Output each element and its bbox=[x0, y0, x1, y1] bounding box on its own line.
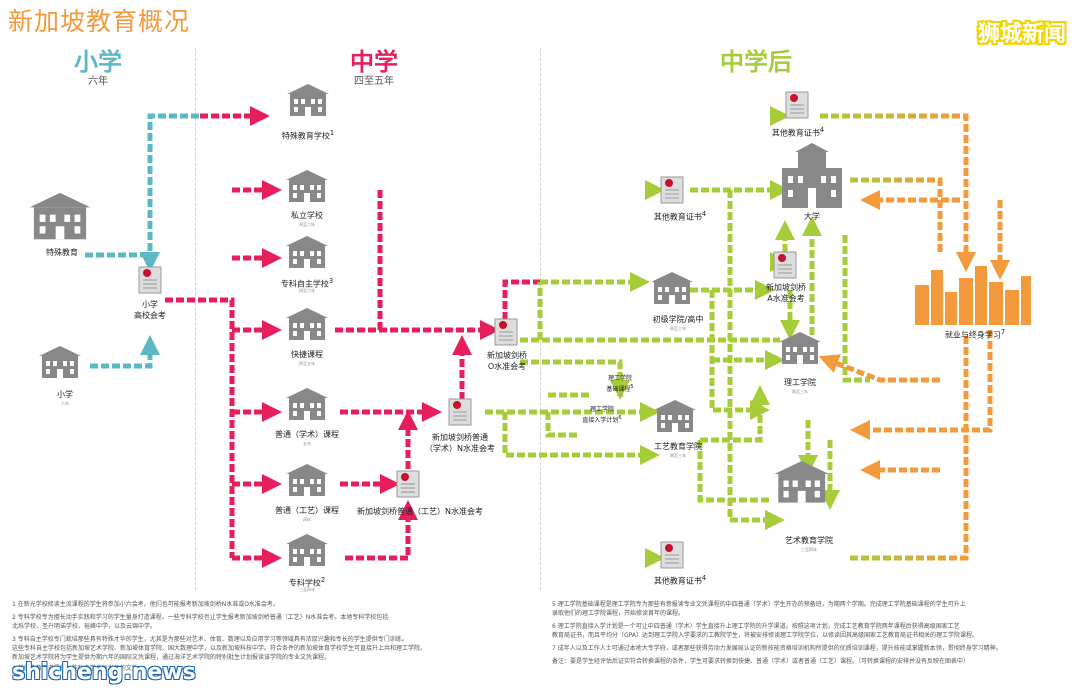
psle-cert-icon bbox=[138, 266, 162, 294]
poly-label: 理工学院 bbox=[784, 378, 816, 387]
ite-duration: 两至三年 bbox=[670, 453, 686, 458]
specialized-school-building-icon bbox=[286, 534, 328, 566]
psle-label: 小学高校会考 bbox=[134, 300, 166, 320]
site-watermark: shicheng.news bbox=[12, 660, 196, 685]
stage-post-title: 中学后 bbox=[720, 48, 792, 76]
jc-label: 初级学院/高中 bbox=[652, 315, 704, 324]
ite-label: 工艺教育学院 bbox=[654, 442, 702, 451]
stage-primary-sub: 六年 bbox=[88, 76, 108, 87]
specialized-indep-building-icon bbox=[286, 236, 328, 268]
ntlevel-cert-icon bbox=[396, 470, 420, 498]
poly-direct-label: 理工学院直接入学计划6 bbox=[582, 406, 622, 424]
university-building-icon bbox=[782, 143, 842, 208]
normal-technical-duration: 四年 bbox=[303, 517, 311, 522]
normal-academic-building-icon bbox=[286, 388, 328, 420]
career-label: 就业与终身学习7 bbox=[944, 328, 1006, 340]
other-cert-mid-icon bbox=[660, 176, 684, 204]
special-school-building-icon bbox=[287, 84, 329, 116]
express-duration: 四至五年 bbox=[299, 361, 315, 366]
special-school-label: 特殊教育学校1 bbox=[281, 129, 335, 141]
footnotes-right: 5 理工学院基础课程是理工学院专为那些有意报读专业文凭课程的中四普通（学术）学生… bbox=[552, 601, 1002, 665]
pathway-diagram bbox=[29, 84, 1031, 569]
private-school-building-icon bbox=[286, 170, 328, 202]
special-ed-building-icon bbox=[29, 192, 91, 240]
other-cert-mid-label: 其他教育证书4 bbox=[653, 210, 707, 222]
express-label: 快捷课程 bbox=[291, 350, 323, 359]
poly-foundation-label: 理工学院基础课程5 bbox=[606, 375, 634, 393]
other-cert-top-icon bbox=[785, 91, 809, 119]
stage-divider-1 bbox=[195, 48, 196, 590]
stage-secondary-sub: 四至五年 bbox=[354, 76, 394, 87]
page-title: 新加坡教育概况 bbox=[8, 7, 191, 36]
stage-divider-2 bbox=[540, 48, 541, 590]
primary-school-label: 小学 bbox=[57, 390, 73, 399]
specialized-indep-label: 专科自主学校3 bbox=[280, 277, 334, 289]
private-school-duration: 四至六年 bbox=[299, 222, 315, 227]
other-cert-bot-label: 其他教育证书4 bbox=[653, 574, 707, 586]
arts-label: 艺术教育学院 bbox=[785, 536, 833, 545]
brand-logo-text: 狮城新闻 bbox=[977, 22, 1066, 47]
nalevel-label: 新加坡剑桥普通（学术）N水准会考 bbox=[425, 433, 495, 453]
arts-building-icon bbox=[774, 460, 829, 503]
ite-building-icon bbox=[654, 400, 696, 432]
specialized-school-label: 专科学校2 bbox=[288, 576, 326, 588]
primary-school-building-icon bbox=[39, 346, 81, 378]
poly-building-icon bbox=[779, 332, 821, 364]
nalevel-cert-icon bbox=[448, 398, 472, 426]
normal-technical-label: 普通（工艺）课程 bbox=[275, 506, 339, 515]
ntlevel-label: 新加坡剑桥普通（工艺）N水准会考 bbox=[357, 507, 483, 516]
special-ed-label: 特殊教育 bbox=[46, 248, 78, 257]
normal-technical-building-icon bbox=[286, 464, 328, 496]
primary-school-duration: 六年 bbox=[61, 401, 69, 406]
stage-primary-title: 小学 bbox=[74, 48, 122, 76]
express-building-icon bbox=[286, 308, 328, 340]
arts-duration: 三至四年 bbox=[801, 547, 817, 552]
jc-duration: 两至三年 bbox=[670, 326, 686, 331]
stage-secondary-title: 中学 bbox=[350, 48, 398, 76]
other-cert-bot-icon bbox=[660, 541, 684, 569]
normal-academic-duration: 五年 bbox=[303, 441, 311, 446]
career-city-icon bbox=[915, 266, 1031, 325]
private-school-label: 私立学校 bbox=[291, 211, 323, 220]
alevel-cert-icon bbox=[773, 251, 797, 279]
normal-academic-label: 普通（学术）课程 bbox=[275, 430, 339, 439]
jc-building-icon bbox=[651, 272, 693, 304]
olevel-cert-icon bbox=[494, 318, 518, 346]
university-label: 大学 bbox=[804, 212, 820, 221]
poly-duration: 两至三年 bbox=[792, 389, 808, 394]
poly-foundation-duration: 一年 bbox=[616, 393, 624, 398]
specialized-school-duration: 三至四年 bbox=[299, 587, 315, 592]
other-cert-top-label: 其他教育证书4 bbox=[771, 126, 825, 138]
specialized-indep-duration: 四至六年 bbox=[299, 288, 315, 293]
footnotes-left: 1 在新光学校修读主流课程的学生将参加小六会考。他们也可能报考新加坡剑桥N水准或… bbox=[12, 601, 427, 672]
